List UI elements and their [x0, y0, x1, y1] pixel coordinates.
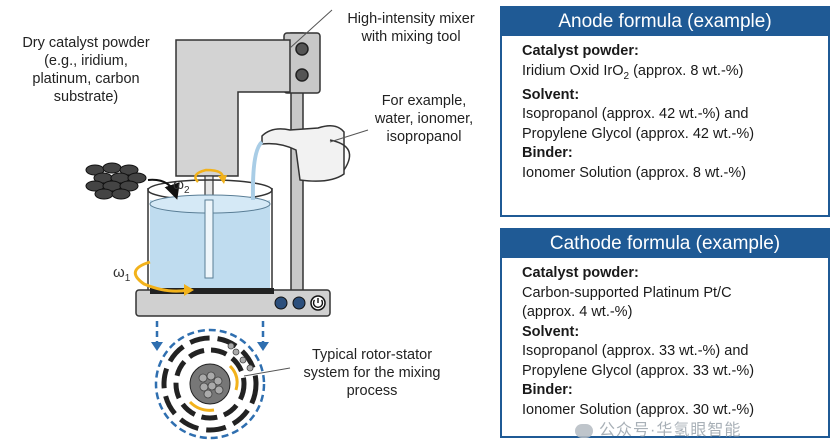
- anode-solvent-line-2: Propylene Glycol (approx. 42 wt.-%): [522, 125, 755, 142]
- wechat-icon: [575, 423, 593, 438]
- pour-stream: [250, 140, 264, 201]
- omega2-label: ω2: [173, 176, 190, 196]
- dry-catalyst-callout: Dry catalyst powder (e.g., iridium, plat…: [4, 34, 168, 106]
- cathode-catalyst-line-1: Carbon-supported Platinum Pt/C: [522, 284, 732, 301]
- dry-catalyst-line-1: Dry catalyst powder: [22, 35, 150, 51]
- anode-catalyst-value: Iridium Oxid IrO2 (approx. 8 wt.-%): [522, 62, 820, 86]
- anode-binder-value: Ionomer Solution (approx. 8 wt.-%): [522, 164, 747, 181]
- anode-catalyst-subscript: 2: [623, 70, 630, 82]
- cathode-title: Cathode formula (example): [502, 230, 828, 258]
- omega1-label: ω1: [113, 264, 131, 284]
- dry-catalyst-line-4: substrate): [53, 89, 119, 105]
- dry-catalyst-line-2: (e.g., iridium,: [44, 53, 128, 69]
- clamp-knob-bottom: [295, 68, 309, 82]
- anode-panel: Anode formula (example) Catalyst powder:…: [500, 6, 830, 217]
- anode-catalyst-text: Iridium Oxid IrO: [522, 62, 624, 79]
- plate-button-1: [274, 296, 288, 310]
- rotor-line-3: process: [346, 383, 398, 399]
- plate-top: [150, 288, 274, 294]
- cathode-catalyst-label: Catalyst powder:: [522, 265, 639, 281]
- solvent-line-3: isopropanol: [386, 129, 462, 145]
- mixer-head: [175, 39, 291, 177]
- rotor-stator: [154, 328, 266, 440]
- omega1-arrowhead: [184, 284, 194, 296]
- omega2-arrowhead: [218, 175, 227, 184]
- cathode-solvent-line-2: Propylene Glycol (approx. 33 wt.-%): [522, 362, 755, 379]
- anode-title: Anode formula (example): [502, 8, 828, 36]
- solvent-line-2: water, ionomer,: [374, 111, 474, 127]
- mixer-leader: [289, 9, 333, 49]
- watermark-text: 公众号·华氢眼智能: [599, 422, 742, 439]
- anode-binder-label: Binder:: [522, 145, 573, 162]
- anode-catalyst-amount: (approx. 8 wt.-%): [629, 62, 744, 79]
- cathode-solvent-line-1: Isopropanol (approx. 33 wt.-%) and: [522, 343, 749, 359]
- solvent-callout: For example, water, ionomer, isopropanol: [358, 92, 490, 146]
- solvent-leader: [329, 129, 369, 143]
- catalyst-powder-pile: [85, 162, 147, 200]
- anode-catalyst-label: Catalyst powder:: [522, 43, 639, 59]
- watermark: 公众号·华氢眼智能: [575, 416, 741, 440]
- mixer-line-2: with mixing tool: [361, 29, 461, 45]
- pitcher-handle: [329, 139, 351, 171]
- dash-guide-left-arrowhead: [151, 342, 163, 351]
- pitcher: [261, 125, 345, 182]
- cathode-solvent-label: Solvent:: [522, 323, 580, 340]
- power-icon: [312, 298, 324, 309]
- rotor-callout: Typical rotor-stator system for the mixi…: [288, 346, 456, 400]
- dry-catalyst-line-3: platinum, carbon: [32, 71, 140, 87]
- solvent-line-1: For example,: [381, 93, 467, 109]
- anode-solvent-line-1: Isopropanol (approx. 42 wt.-%) and: [522, 106, 749, 123]
- rotor-line-2: system for the mixing: [303, 365, 441, 381]
- cathode-body: Catalyst powder: Carbon-supported Platin…: [502, 258, 828, 420]
- cathode-catalyst-line-2: (approx. 4 wt.-%): [522, 304, 633, 320]
- shaft-in-liquid: [204, 199, 214, 279]
- omega1-rotation-arrow: [133, 260, 189, 293]
- cathode-binder-label: Binder:: [522, 382, 573, 398]
- mixer-line-1: High-intensity mixer: [347, 11, 475, 27]
- omega2-rotation-arrow: [194, 168, 224, 183]
- clamp-knob-top: [295, 42, 309, 56]
- dash-guide-right-arrowhead: [257, 342, 269, 351]
- powder-arrow: [147, 178, 180, 200]
- mixer-callout: High-intensity mixer with mixing tool: [330, 10, 492, 46]
- cathode-panel: Cathode formula (example) Catalyst powde…: [500, 228, 830, 438]
- cathode-binder-value: Ionomer Solution (approx. 30 wt.-%): [522, 401, 755, 418]
- anode-body: Catalyst powder: Iridium Oxid IrO2 (appr…: [502, 36, 828, 183]
- rotor-line-1: Typical rotor-stator: [311, 347, 433, 363]
- rotor-leader: [243, 367, 291, 377]
- plate-button-2: [292, 296, 306, 310]
- anode-solvent-label: Solvent:: [522, 86, 580, 103]
